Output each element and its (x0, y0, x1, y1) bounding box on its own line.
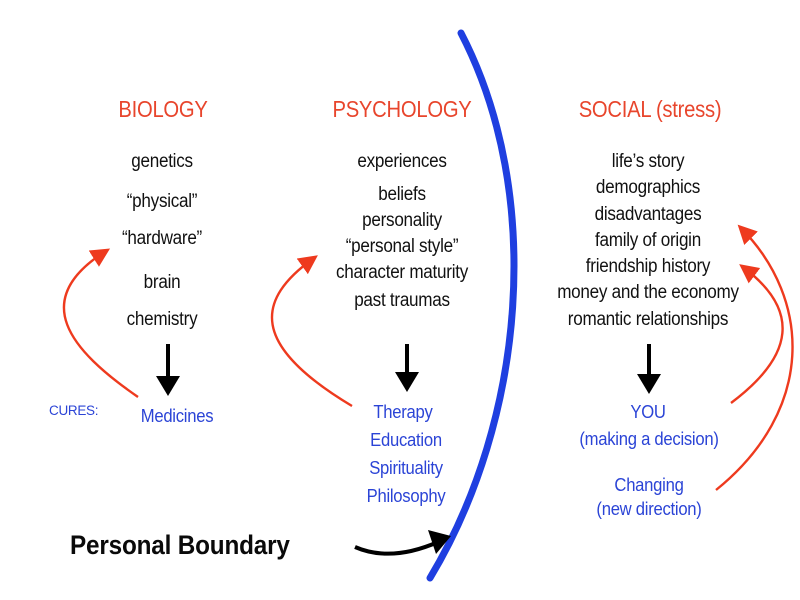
personal-boundary-label: Personal Boundary (70, 530, 290, 560)
psychology-item-character-maturity: character maturity (336, 262, 468, 283)
biology-item-hardware: “hardware” (122, 228, 202, 249)
psychology-down-arrow (395, 344, 419, 392)
social-item-demographics: demographics (595, 177, 701, 198)
biology-item-chemistry: chemistry (126, 309, 198, 330)
change-new-direction: (new direction) (596, 498, 702, 519)
social-down-arrow (637, 344, 661, 394)
biology-feedback-arrow (62, 248, 139, 398)
boundary-pointer-arrow (354, 530, 451, 556)
treatment-therapy: Therapy (373, 401, 433, 422)
psychology-heading: PSYCHOLOGY (332, 96, 472, 122)
social-heading: SOCIAL (stress) (578, 96, 722, 122)
social-item-romantic-relationships: romantic relationships (567, 309, 729, 330)
biology-item-physical: “physical” (126, 191, 198, 212)
change-feedback-arrow (715, 224, 794, 491)
social-item-disadvantages: disadvantages (594, 204, 702, 225)
psychology-feedback-arrow (270, 255, 353, 408)
biology-heading: BIOLOGY (118, 96, 208, 122)
psychology-item-personality: personality (362, 210, 442, 231)
change-changing: Changing (614, 474, 684, 495)
social-item-friendship-history: friendship history (585, 256, 711, 277)
treatment-spirituality: Spirituality (369, 457, 443, 478)
social-item-family-of-origin: family of origin (595, 230, 701, 251)
cures-label: CURES: (49, 403, 99, 418)
biology-item-genetics: genetics (131, 151, 193, 172)
treatment-education: Education (370, 429, 442, 450)
social-item-money-economy: money and the economy (557, 282, 739, 303)
biology-down-arrow (156, 344, 180, 396)
decision-making: (making a decision) (579, 428, 719, 449)
personal-boundary-arc (426, 29, 518, 582)
decision-you: YOU (630, 401, 666, 422)
psychology-item-past-traumas: past traumas (354, 290, 450, 311)
psychology-item-personal-style: “personal style” (345, 236, 459, 257)
decision-feedback-arrow (730, 264, 784, 404)
treatment-medicines: Medicines (140, 405, 214, 426)
psychology-item-beliefs: beliefs (378, 184, 426, 205)
biology-item-brain: brain (143, 272, 181, 293)
treatment-philosophy: Philosophy (366, 485, 446, 506)
psychology-item-experiences: experiences (357, 151, 447, 172)
social-item-lifes-story: life’s story (611, 151, 685, 172)
